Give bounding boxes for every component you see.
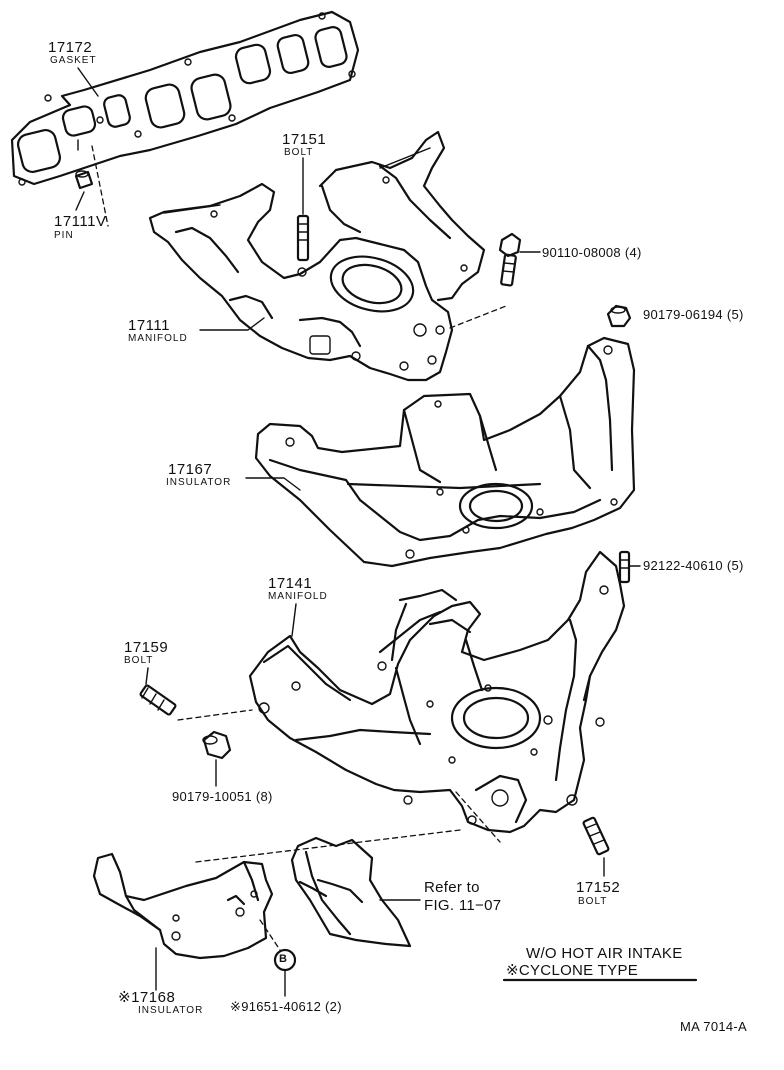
stud-bolt-lower-drawing [455, 791, 610, 877]
washer-marker: B [279, 953, 287, 965]
reference-line-2: FIG. 11−07 [424, 897, 502, 914]
exhaust-manifold-drawing [248, 550, 626, 834]
gasket-part-name: GASKET [50, 55, 97, 66]
exhaust-manifold-part-name: MANIFOLD [268, 591, 328, 602]
insulator-upper-drawing [254, 336, 636, 568]
bolt-left-drawing [139, 667, 253, 721]
nut-lower-drawing [202, 730, 232, 787]
gasket-drawing [10, 10, 360, 186]
nut-upper-drawing [606, 304, 632, 328]
stud-part-code: 92122-40610 (5) [643, 558, 744, 573]
pin-drawing [74, 145, 109, 227]
intake-manifold-part-name: MANIFOLD [128, 333, 188, 344]
nut-lower-part-code: 90179-10051 (8) [172, 789, 273, 804]
intake-manifold-part-number: 17111 [128, 317, 170, 334]
stud-bolt-upper-part-name: BOLT [284, 147, 314, 158]
exhaust-manifold-part-number: 17141 [268, 575, 313, 592]
washer-drawing [273, 948, 297, 997]
stud-bolt-lower-part-number: 17152 [576, 879, 621, 896]
pin-part-name: PIN [54, 230, 74, 241]
pin-part-number: 17111V [54, 213, 107, 230]
note-line-2: ※CYCLONE TYPE [506, 962, 639, 979]
insulator-lower-part-name: INSULATOR [138, 1005, 204, 1016]
insulator-upper-part-name: INSULATOR [166, 477, 232, 488]
stud-bolt-lower-part-name: BOLT [578, 896, 608, 907]
intake-manifold-drawing [148, 130, 507, 382]
insulator-lower-part-number: ※17168 [118, 989, 176, 1006]
stud-drawing [618, 550, 641, 584]
insulator-lower-drawing [92, 829, 461, 991]
nut-upper-part-code: 90179-06194 (5) [643, 307, 744, 322]
figure-code: MA 7014-A [680, 1019, 748, 1034]
insulator-upper-part-number: 17167 [168, 461, 213, 478]
gasket-part-number: 17172 [48, 39, 93, 56]
heat-shield-drawing [290, 836, 421, 948]
washer-part-code: ※91651-40612 (2) [230, 999, 342, 1014]
bolt-left-part-number: 17159 [124, 639, 169, 656]
bolt-left-part-name: BOLT [124, 655, 154, 666]
note-line-1: W/O HOT AIR INTAKE [526, 945, 683, 962]
stud-bolt-upper-part-number: 17151 [282, 131, 327, 148]
bolt-upper-part-code: 90110-08008 (4) [542, 245, 642, 260]
reference-line-1: Refer to [424, 879, 480, 896]
bolt-upper-drawing [498, 232, 541, 287]
stud-bolt-upper-drawing [296, 157, 310, 262]
